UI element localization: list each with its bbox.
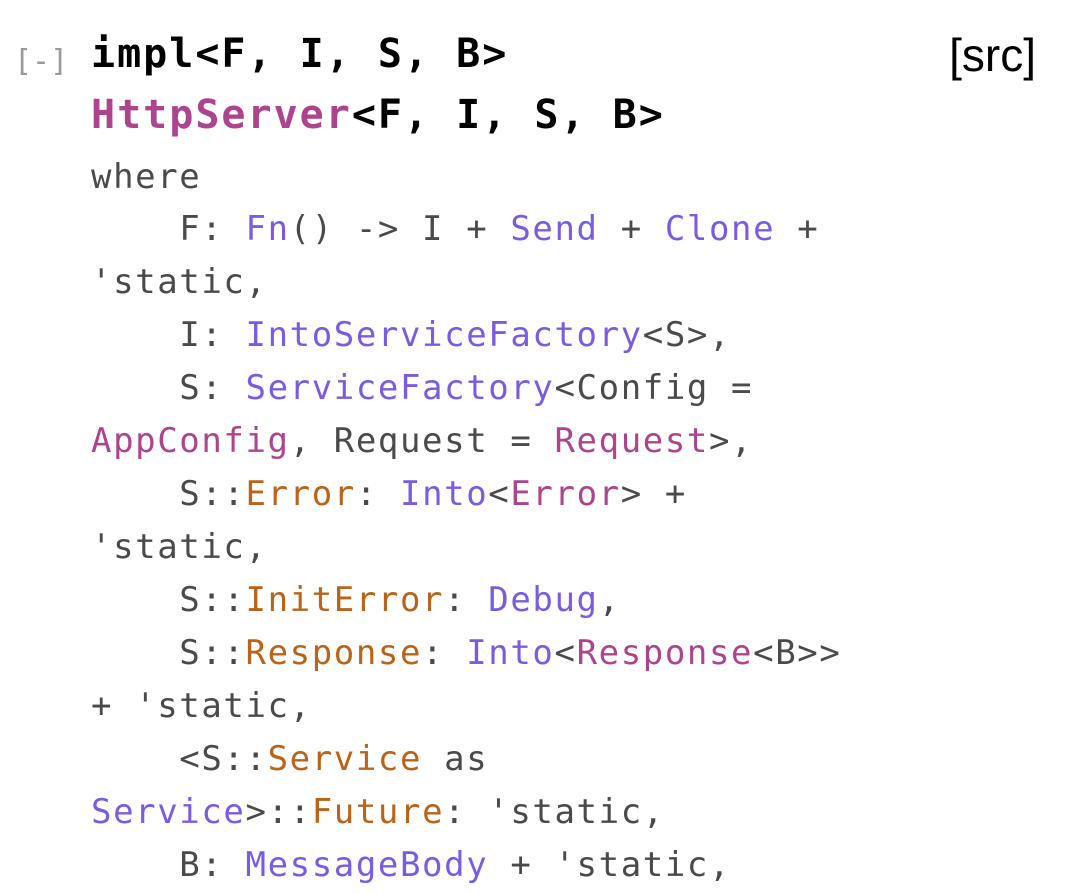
impl-signature-code-block: impl<F, I, S, B>HttpServer<F, I, S, B>wh… [91, 30, 841, 892]
associated-type[interactable]: Future [311, 792, 445, 832]
code-text: <B>> [753, 633, 842, 673]
code-text: S: [91, 368, 246, 408]
trait-link[interactable]: Into [400, 474, 489, 514]
code-line: S::Error: Into<Error> + [91, 468, 841, 521]
code-text: < [554, 633, 577, 673]
code-line: + 'static, [91, 680, 841, 733]
code-text: S:: [91, 633, 246, 673]
code-text: : [355, 474, 400, 514]
code-text: I: [91, 315, 246, 355]
code-text: B: [91, 845, 246, 885]
collapse-toggle[interactable]: [-] [14, 44, 69, 79]
code-line: AppConfig, Request = Request>, [91, 415, 841, 468]
trait-link[interactable]: ServiceFactory [245, 368, 555, 408]
code-line: impl<F, I, S, B> [91, 30, 841, 79]
trait-link[interactable]: IntoServiceFactory [245, 315, 643, 355]
code-line: F: Fn() -> I + Send + Clone + [91, 203, 841, 256]
associated-type[interactable]: InitError [245, 580, 445, 620]
type-link[interactable]: HttpServer [91, 92, 352, 138]
code-line: I: IntoServiceFactory<S>, [91, 309, 841, 362]
trait-link[interactable]: MessageBody [245, 845, 489, 885]
code-line: Service>::Future: 'static, [91, 786, 841, 839]
src-link[interactable]: [src] [949, 29, 1036, 81]
impl-header-text: <F, I, S, B> [351, 92, 665, 138]
code-text: () -> I + [289, 209, 511, 249]
code-text: <S:: [91, 739, 268, 779]
impl-header-text: impl<F, I, S, B> [91, 31, 509, 77]
code-text: : 'static, [444, 792, 665, 832]
code-text: S:: [91, 580, 246, 620]
code-line: where [91, 151, 841, 203]
trait-link[interactable]: Send [510, 209, 599, 249]
type-link[interactable]: Response [576, 633, 754, 673]
code-text: , [598, 580, 621, 620]
code-text: > + [620, 474, 687, 514]
code-line: S::Response: Into<Response<B>> [91, 627, 841, 680]
code-line: S: ServiceFactory<Config = [91, 362, 841, 415]
code-text: < [488, 474, 511, 514]
code-text: <Config = [554, 368, 754, 408]
code-text: + 'static, [488, 845, 732, 885]
code-text: : [444, 580, 489, 620]
code-text: + [775, 209, 820, 249]
associated-type[interactable]: Response [245, 633, 423, 673]
associated-type[interactable]: Error [245, 474, 356, 514]
code-text: >, [708, 421, 754, 461]
code-line: S::InitError: Debug, [91, 574, 841, 627]
code-text: , Request = [289, 421, 555, 461]
code-text: >:: [245, 792, 312, 832]
code-text: + 'static, [91, 686, 312, 726]
associated-type[interactable]: Service [267, 739, 423, 779]
code-line: <S::Service as [91, 733, 841, 786]
code-text: S:: [91, 474, 246, 514]
code-text: as [422, 739, 489, 779]
code-text: 'static, [91, 527, 268, 567]
type-link[interactable]: AppConfig [91, 421, 290, 461]
trait-link[interactable]: Into [466, 633, 555, 673]
trait-link[interactable]: Fn [245, 209, 290, 249]
code-line: 'static, [91, 256, 841, 309]
code-text: F: [91, 209, 246, 249]
trait-link[interactable]: Debug [488, 580, 599, 620]
code-text: <S>, [642, 315, 732, 355]
code-text: : [422, 633, 467, 673]
trait-link[interactable]: Clone [664, 209, 776, 249]
code-line: 'static, [91, 521, 841, 574]
type-link[interactable]: Error [510, 474, 621, 514]
trait-link[interactable]: Service [91, 792, 246, 832]
code-text: where [91, 157, 202, 197]
type-link[interactable]: Request [554, 421, 709, 461]
code-line: B: MessageBody + 'static, [91, 839, 841, 892]
code-text: 'static, [91, 262, 268, 302]
code-text: + [598, 209, 665, 249]
code-line: HttpServer<F, I, S, B> [91, 79, 841, 151]
